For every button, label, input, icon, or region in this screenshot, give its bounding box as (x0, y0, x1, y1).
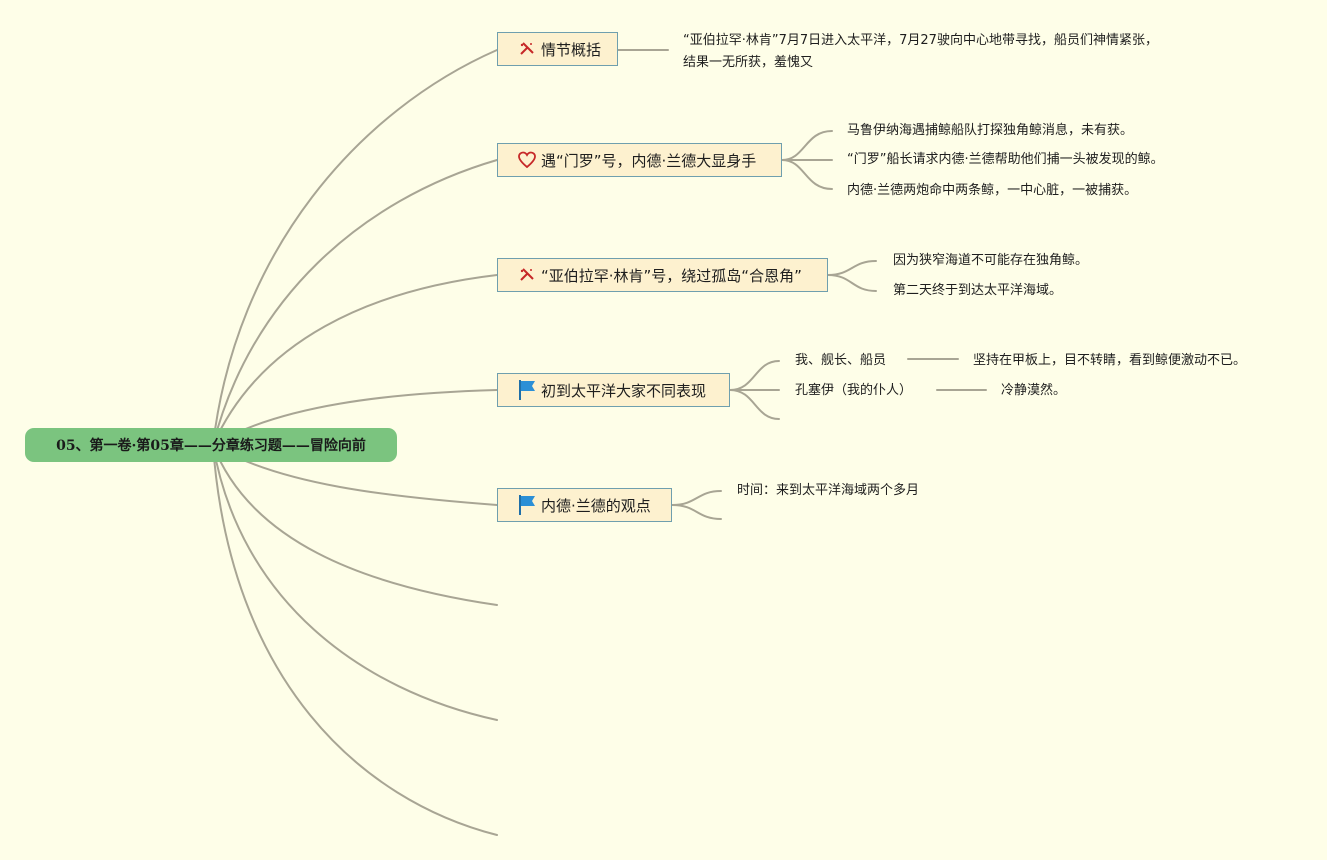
topic-cape-horn[interactable]: “亚伯拉罕·林肯”号，绕过孤岛“合恩角” (497, 258, 828, 292)
root-topic-label: 05、第一卷·第05章——分章练习题——冒险向前 (56, 438, 366, 454)
pickaxe-icon (516, 38, 538, 60)
subtopic-cape-1[interactable]: 因为狭窄海道不可能存在独角鲸。 (893, 253, 1089, 268)
topic-plot-summary[interactable]: 情节概括 (497, 32, 618, 66)
connector-ned-1 (671, 490, 722, 506)
subtopic-pacific-reaction-1[interactable]: 坚持在甲板上，目不转睛，看到鲸便激动不已。 (973, 353, 1247, 368)
topic-pacific-reactions[interactable]: 初到太平洋大家不同表现 (497, 373, 730, 407)
topic-monroe[interactable]: 遇“门罗”号，内德·兰德大显身手 (497, 143, 782, 177)
connector-cape-1 (827, 260, 877, 276)
subtopic-summary[interactable]: “亚伯拉罕·林肯”7月7日进入太平洋，7月27驶向中心地带寻找，船员们神情紧张，… (683, 33, 1158, 70)
subtopic-monroe-3[interactable]: 内德·兰德两炮命中两条鲸，一中心脏，一被捕获。 (847, 183, 1138, 198)
connector-root-empty-7 (212, 444, 498, 721)
connector-root-topic-1 (212, 49, 498, 446)
connector-root-topic-3 (212, 274, 498, 446)
subtopic-pacific-reaction-2[interactable]: 冷静漠然。 (1001, 383, 1067, 398)
connector-root-empty-6 (212, 444, 498, 606)
flag-icon (516, 494, 538, 516)
subtopic-ned-1[interactable]: 时间：来到太平洋海域两个多月 (737, 483, 920, 498)
pickaxe-icon (516, 264, 538, 286)
connector-root-topic-2 (212, 159, 498, 446)
connector-monroe-3 (781, 159, 833, 190)
topic-label: 初到太平洋大家不同表现 (541, 381, 707, 400)
topic-label: 遇“门罗”号，内德·兰德大显身手 (541, 151, 757, 170)
connector-cape-2 (827, 274, 877, 292)
subtopic-pacific-who-1[interactable]: 我、舰长、船员 (795, 353, 887, 368)
topic-label: “亚伯拉罕·林肯”号，绕过孤岛“合恩角” (541, 266, 802, 285)
subtopic-pacific-who-2[interactable]: 孔塞伊（我的仆人） (795, 383, 913, 398)
heart-icon (516, 149, 538, 171)
connector-pacific-1 (729, 360, 780, 391)
subtopic-monroe-2[interactable]: “门罗”船长请求内德·兰德帮助他们捕一头被发现的鲸。 (847, 152, 1164, 167)
subtopic-cape-2[interactable]: 第二天终于到达太平洋海域。 (893, 283, 1063, 298)
topic-label: 内德·兰德的观点 (541, 496, 651, 515)
connector-ned-2 (671, 504, 722, 520)
root-topic[interactable]: 05、第一卷·第05章——分章练习题——冒险向前 (25, 428, 397, 462)
connector-root-empty-8 (212, 444, 498, 836)
connector-monroe-1 (781, 130, 833, 161)
topic-label: 情节概括 (541, 40, 602, 59)
connector-pacific-3 (729, 389, 780, 420)
flag-icon (516, 379, 538, 401)
topic-ned-view[interactable]: 内德·兰德的观点 (497, 488, 672, 522)
subtopic-monroe-1[interactable]: 马鲁伊纳海遇捕鲸船队打探独角鲸消息，未有获。 (847, 123, 1134, 138)
